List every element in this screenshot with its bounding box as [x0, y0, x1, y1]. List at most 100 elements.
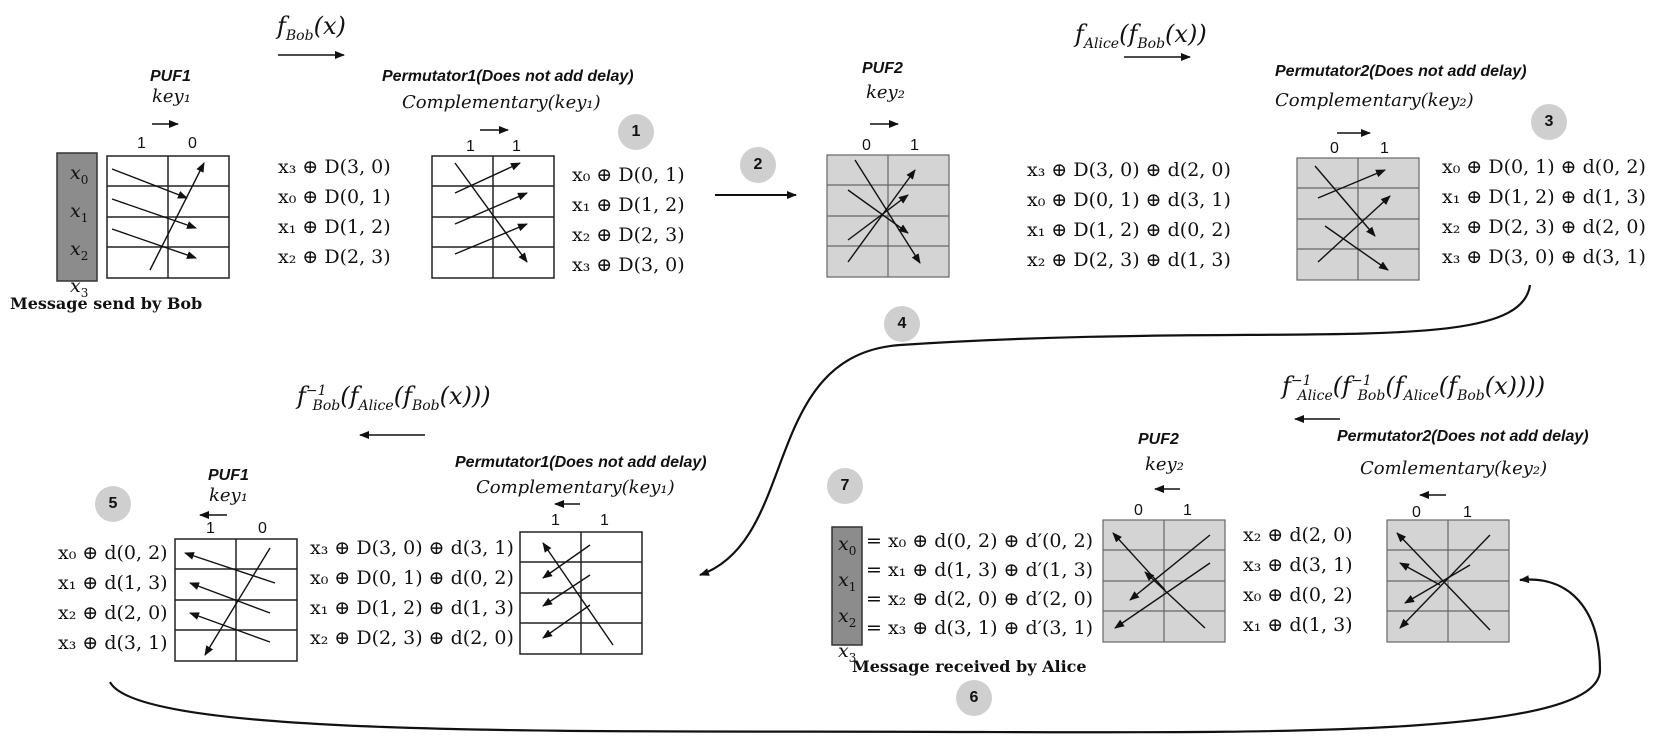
perm2-key: Complementary(key₂): [1275, 90, 1474, 111]
bottom-puf2-bit-1: 1: [1183, 502, 1192, 519]
after-puf1-item: x₀ ⊕ D(0, 1): [278, 186, 391, 208]
perm1-bit-0: 1: [466, 138, 475, 155]
output-reg-x3: x3: [838, 640, 857, 666]
after-puf1-item: x₂ ⊕ D(2, 3): [278, 246, 391, 268]
after-perm2-item: x₃ ⊕ D(3, 0) ⊕ d(3, 1): [1442, 246, 1646, 268]
puf2-wires: [847, 159, 921, 264]
puf1-bit-0: 1: [137, 135, 146, 152]
f-inv-bob-label: f−1Bob(fAlice(fBob(x))): [297, 382, 491, 414]
puf2-title: PUF2: [862, 60, 903, 77]
after-perm2-inv-item: x₀ ⊕ d(0, 2): [1243, 584, 1353, 606]
puf1-key: key₁: [152, 86, 191, 107]
perm2-title: Permutator2(Does not add delay): [1275, 63, 1527, 80]
bottom-perm2-key: Comlementary(key₂): [1360, 458, 1548, 479]
bottom-perm1-input: x₂ ⊕ D(2, 3) ⊕ d(2, 0): [310, 627, 514, 649]
after-puf2-item: x₁ ⊕ D(1, 2) ⊕ d(0, 2): [1027, 219, 1231, 241]
perm2-bit-1: 1: [1380, 140, 1389, 157]
bottom-puf1-key: key₁: [209, 485, 248, 506]
output-register-labels: x0 x1 x2 x3: [838, 530, 856, 673]
after-puf2-list: x₃ ⊕ D(3, 0) ⊕ d(2, 0) x₀ ⊕ D(0, 1) ⊕ d(…: [1027, 155, 1231, 275]
after-perm2-item: x₀ ⊕ D(0, 1) ⊕ d(0, 2): [1442, 156, 1646, 178]
output-register: [831, 526, 863, 646]
input-reg-x3: x3: [70, 275, 89, 301]
bottom-left-item: x₂ ⊕ d(2, 0): [58, 602, 168, 624]
step-badge-4: 4: [884, 306, 920, 342]
after-puf1-list: x₃ ⊕ D(3, 0) x₀ ⊕ D(0, 1) x₁ ⊕ D(1, 2) x…: [278, 152, 391, 272]
puf1-bit-1: 0: [188, 135, 197, 152]
f-alice-label: fAlice(fBob(x)): [1075, 20, 1207, 52]
puf1-title: PUF1: [150, 68, 191, 85]
puf1-grid: [106, 155, 230, 279]
puf2-key: key₂: [866, 82, 905, 103]
bottom-puf2-key: key₂: [1145, 454, 1184, 475]
f-bob-label: fBob(x): [277, 12, 346, 44]
perm2-bit-0: 0: [1330, 140, 1339, 157]
perm1-key: Complementary(key₁): [402, 92, 601, 113]
bottom-puf1-title: PUF1: [208, 467, 249, 484]
received-item: = x₁ ⊕ d(1, 3) ⊕ d′(1, 3): [866, 559, 1094, 581]
bottom-perm1-grid: [519, 531, 643, 655]
bottom-left-item: x₁ ⊕ d(1, 3): [58, 572, 168, 594]
bottom-puf2-title: PUF2: [1138, 431, 1179, 448]
after-perm2-inv-item: x₃ ⊕ d(3, 1): [1243, 554, 1353, 576]
bottom-left-item: x₃ ⊕ d(3, 1): [58, 632, 168, 654]
input-reg-x1: x1: [70, 199, 89, 225]
after-perm2-list: x₀ ⊕ D(0, 1) ⊕ d(0, 2) x₁ ⊕ D(1, 2) ⊕ d(…: [1442, 152, 1646, 272]
bottom-puf1-bit-1: 0: [258, 520, 267, 537]
output-reg-x0: x0: [838, 533, 857, 558]
bottom-perm1-input: x₁ ⊕ D(1, 2) ⊕ d(1, 3): [310, 597, 514, 619]
input-reg-x2: x2: [70, 237, 89, 263]
step-badge-1: 1: [618, 114, 654, 150]
step6-curve: [109, 575, 1602, 734]
bottom-perm1-input: x₃ ⊕ D(3, 0) ⊕ d(3, 1): [310, 537, 514, 559]
step-badge-6: 6: [956, 680, 992, 716]
bottom-perm1-inputs: x₃ ⊕ D(3, 0) ⊕ d(3, 1) x₀ ⊕ D(0, 1) ⊕ d(…: [310, 533, 514, 653]
puf1-wires: [111, 162, 205, 271]
input-register-labels: x0 x1 x2 x3: [70, 158, 88, 309]
after-perm2-inv-list: x₂ ⊕ d(2, 0) x₃ ⊕ d(3, 1) x₀ ⊕ d(0, 2) x…: [1243, 520, 1353, 640]
after-perm2-item: x₂ ⊕ D(2, 3) ⊕ d(2, 0): [1442, 216, 1646, 238]
step4-curve: [699, 284, 1532, 577]
bottom-perm2-wires: [1396, 532, 1491, 631]
after-perm1-item: x₀ ⊕ D(0, 1): [572, 164, 685, 186]
step-badge-7: 7: [827, 468, 863, 504]
input-register: [56, 152, 98, 282]
step-badge-2: 2: [740, 147, 776, 183]
perm2-grid: [1296, 157, 1420, 281]
bottom-puf1-wires: [184, 547, 276, 656]
after-perm1-item: x₃ ⊕ D(3, 0): [572, 254, 685, 276]
bottom-perm1-wires: [542, 542, 614, 646]
after-perm1-item: x₁ ⊕ D(1, 2): [572, 194, 685, 216]
bottom-perm1-bit-0: 1: [551, 512, 560, 529]
after-puf2-item: x₃ ⊕ D(3, 0) ⊕ d(2, 0): [1027, 159, 1231, 181]
puf2-bit-0: 0: [862, 137, 871, 154]
after-perm2-inv-item: x₁ ⊕ d(1, 3): [1243, 614, 1353, 636]
bottom-perm1-title: Permutator1(Does not add delay): [455, 454, 707, 471]
received-item: = x₀ ⊕ d(0, 2) ⊕ d′(0, 2): [866, 530, 1094, 552]
bottom-perm1-input: x₀ ⊕ D(0, 1) ⊕ d(0, 2): [310, 567, 514, 589]
output-reg-x1: x1: [838, 568, 857, 594]
bottom-perm1-key: Complementary(key₁): [476, 477, 675, 498]
perm2-wires: [1314, 165, 1391, 271]
perm1-grid: [431, 155, 555, 279]
bottom-left-item: x₀ ⊕ d(0, 2): [58, 542, 168, 564]
puf2-bit-1: 1: [910, 137, 919, 154]
perm1-wires: [454, 162, 528, 263]
caption-bob: Message send by Bob: [10, 294, 203, 313]
after-puf2-item: x₂ ⊕ D(2, 3) ⊕ d(1, 3): [1027, 249, 1231, 271]
bottom-perm1-bit-1: 1: [600, 512, 609, 529]
f-inv-alice-label: f−1Alice(f−1Bob(fAlice(fBob(x)))): [1282, 372, 1546, 404]
after-puf2-item: x₀ ⊕ D(0, 1) ⊕ d(3, 1): [1027, 189, 1231, 211]
after-puf1-item: x₁ ⊕ D(1, 2): [278, 216, 391, 238]
bottom-perm2-grid: [1386, 519, 1510, 643]
bottom-perm2-bit-0: 0: [1412, 504, 1421, 521]
received-item: = x₃ ⊕ d(3, 1) ⊕ d′(3, 1): [866, 617, 1094, 639]
bottom-puf2-wires: [1112, 532, 1211, 629]
after-puf1-item: x₃ ⊕ D(3, 0): [278, 156, 391, 178]
step-badge-3: 3: [1531, 104, 1567, 140]
bottom-perm2-title: Permutator2(Does not add delay): [1337, 428, 1589, 445]
step-badge-5: 5: [95, 486, 131, 522]
bottom-puf1-bit-0: 1: [206, 520, 215, 537]
after-perm1-item: x₂ ⊕ D(2, 3): [572, 224, 685, 246]
